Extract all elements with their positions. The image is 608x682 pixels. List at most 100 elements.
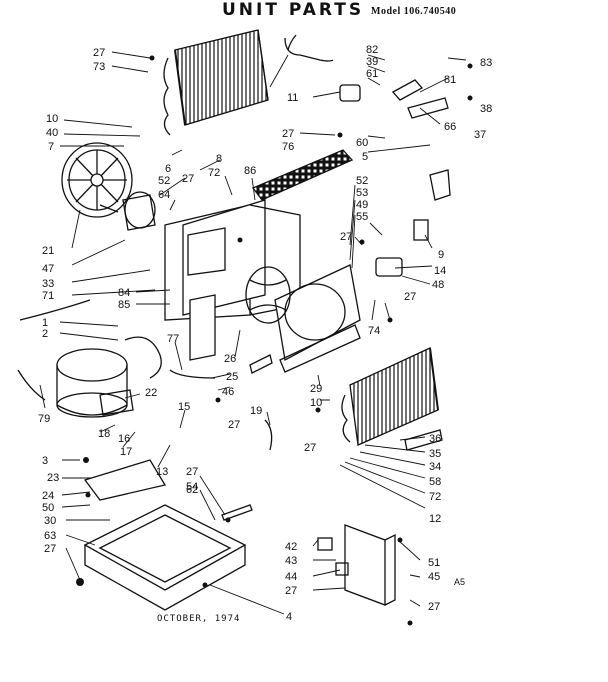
model-number: Model 106.740540 <box>371 6 457 17</box>
part-label: 27 <box>404 291 416 303</box>
bar-26 <box>249 354 273 374</box>
part-label: 21 <box>42 245 54 257</box>
part-label: 60 <box>356 137 368 149</box>
hose-line <box>169 369 216 379</box>
part-label: 76 <box>282 141 294 153</box>
filter-gasket <box>413 219 429 241</box>
part-label: 36 <box>429 433 441 445</box>
front-grille <box>251 149 354 201</box>
part-label: 2 <box>42 328 48 340</box>
part-label: 10 <box>310 397 322 409</box>
part-label: 19 <box>250 405 262 417</box>
tubing-19 <box>264 419 273 451</box>
part-label: 53 <box>356 187 368 199</box>
part-label: 55 <box>356 211 368 223</box>
part-label: 11 <box>287 92 298 104</box>
part-label: 30 <box>44 515 56 527</box>
fastener-marks <box>76 55 473 626</box>
switch-block <box>375 257 403 277</box>
part-label: 44 <box>285 571 297 583</box>
part-label: 34 <box>429 461 441 473</box>
part-label: 27 <box>44 543 56 555</box>
part-label: 14 <box>434 265 446 277</box>
part-label: 46 <box>222 386 234 398</box>
part-label: 79 <box>38 413 50 425</box>
part-label: 27 <box>93 47 105 59</box>
part-label: 66 <box>444 121 456 133</box>
part-label: 26 <box>224 353 236 365</box>
part-label: 24 <box>42 490 54 502</box>
compressor <box>56 336 162 418</box>
blower-wheel <box>245 266 291 324</box>
part-label: 61 <box>366 68 378 80</box>
fan-motor <box>99 191 156 231</box>
knob-bracket <box>407 97 449 119</box>
part-label: 7 <box>48 141 54 153</box>
part-label: 51 <box>428 557 440 569</box>
drain-clip <box>429 169 451 201</box>
part-label: 23 <box>47 472 59 484</box>
part-label: 54 <box>186 481 198 493</box>
part-label: 25 <box>226 371 238 383</box>
part-label: 27 <box>304 442 316 454</box>
part-label: 9 <box>438 249 444 261</box>
part-label: 72 <box>429 491 441 503</box>
part-label: 10 <box>46 113 58 125</box>
part-label: 82 <box>366 44 378 56</box>
rail-62 <box>221 504 253 521</box>
part-label: 81 <box>444 74 456 86</box>
part-label: 22 <box>145 387 157 399</box>
part-label: 40 <box>46 127 58 139</box>
part-label: 62 <box>186 484 198 496</box>
part-label: 27 <box>340 231 352 243</box>
revision-date: OCTOBER, 1974 <box>157 614 241 624</box>
part-label: 15 <box>178 401 190 413</box>
part-label: 27 <box>228 419 240 431</box>
overload-bracket <box>99 389 134 416</box>
part-label: 50 <box>42 502 54 514</box>
part-label: 71 <box>42 290 54 302</box>
part-label: 29 <box>310 383 322 395</box>
sheet-mark: A5 <box>454 577 466 587</box>
part-label: 45 <box>428 571 440 583</box>
part-label: 4 <box>286 611 292 623</box>
part-label: 42 <box>285 541 297 553</box>
part-label: 83 <box>480 57 492 69</box>
part-label: 63 <box>44 530 56 542</box>
part-label: 84 <box>118 287 130 299</box>
part-label: 85 <box>118 299 130 311</box>
part-label: 27 <box>282 128 294 140</box>
part-label: 64 <box>158 189 170 201</box>
rotary-switch <box>339 84 361 102</box>
part-label: 47 <box>42 263 54 275</box>
page-title: UNIT PARTS <box>222 0 365 20</box>
part-label: 35 <box>429 448 441 460</box>
part-label: 52 <box>158 175 170 187</box>
part-label: 27 <box>428 601 440 613</box>
part-label: 5 <box>362 151 368 163</box>
part-label: 27 <box>182 173 194 185</box>
part-label: 37 <box>474 129 486 141</box>
bulkhead-panel <box>164 199 301 361</box>
part-label: 8 <box>216 153 222 165</box>
capillary-line <box>287 34 297 51</box>
part-label: 27 <box>186 466 198 478</box>
part-label: 18 <box>98 428 110 440</box>
base-pan <box>83 504 247 611</box>
part-label: 13 <box>156 466 168 478</box>
part-label: 38 <box>480 103 492 115</box>
part-label: 39 <box>366 56 378 68</box>
part-label: 33 <box>42 278 54 290</box>
part-label: 73 <box>93 61 105 73</box>
part-label: 74 <box>368 325 380 337</box>
part-label: 43 <box>285 555 297 567</box>
part-label: 72 <box>208 167 220 179</box>
part-label: 58 <box>429 476 441 488</box>
condenser-coil <box>341 347 439 446</box>
part-label: 48 <box>432 279 444 291</box>
part-label: 27 <box>285 585 297 597</box>
part-label: 52 <box>356 175 368 187</box>
part-label: 17 <box>120 446 132 458</box>
part-label: 77 <box>167 333 179 345</box>
